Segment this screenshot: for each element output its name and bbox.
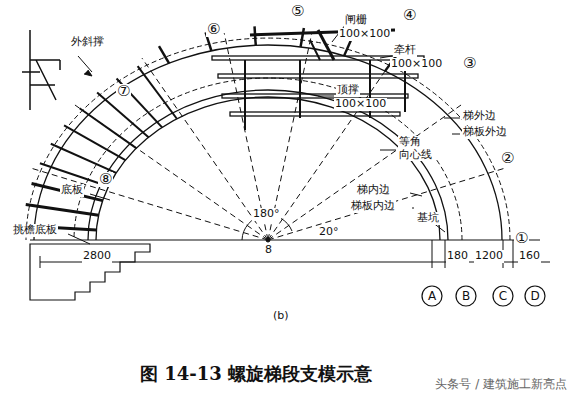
part-label: 挑檐底板 bbox=[12, 224, 58, 237]
callout-number: ③ bbox=[462, 56, 477, 71]
stair-arc bbox=[34, 45, 502, 240]
part-label: 闸栅 bbox=[344, 14, 368, 27]
radial-line bbox=[268, 168, 505, 240]
part-label: 180 bbox=[446, 250, 469, 263]
prop bbox=[159, 46, 169, 63]
part-label: 等角 向心线 bbox=[398, 136, 436, 161]
part-label: 180° bbox=[252, 208, 281, 221]
stair-arc bbox=[74, 78, 462, 240]
part-label: 8 bbox=[264, 244, 273, 257]
part-label: (b) bbox=[272, 310, 290, 323]
part-label: 梯外边 bbox=[462, 110, 497, 123]
part-label: 头条号 / 建筑施工新亮点 bbox=[434, 378, 568, 392]
radial-line bbox=[268, 105, 461, 240]
callout-number: ⑥ bbox=[206, 22, 221, 37]
part-label: 100×100 bbox=[334, 98, 387, 111]
radial-line bbox=[142, 58, 268, 240]
callout-number: ⑦ bbox=[116, 84, 131, 99]
callout-number: ⑤ bbox=[290, 4, 305, 19]
prop bbox=[301, 28, 304, 47]
prop bbox=[254, 26, 255, 45]
axis-letter: D bbox=[524, 285, 546, 307]
tread-board bbox=[97, 93, 148, 138]
axis-letter: C bbox=[492, 285, 514, 307]
part-label: 梯内边 bbox=[356, 184, 391, 197]
tread-board bbox=[138, 66, 177, 119]
radial-line bbox=[75, 105, 268, 240]
part-label: 底板 bbox=[60, 184, 84, 197]
callout-number: ② bbox=[500, 151, 515, 166]
axis-letter: B bbox=[455, 285, 477, 307]
part-label: 160 bbox=[518, 250, 541, 263]
stair-arc bbox=[88, 90, 448, 240]
part-label: 外斜撑 bbox=[70, 36, 105, 49]
part-label: 1200 bbox=[474, 250, 504, 263]
dimension-tick bbox=[432, 240, 433, 268]
tread-board bbox=[26, 204, 99, 215]
callout-number: ④ bbox=[402, 8, 417, 23]
stair-arc bbox=[96, 97, 440, 240]
tread-board bbox=[117, 78, 163, 127]
callout-number: ⑧ bbox=[98, 172, 113, 187]
part-label: 基坑 bbox=[416, 212, 440, 225]
part-label: 100×100 bbox=[338, 28, 391, 41]
part-label: 梯板外边 bbox=[462, 126, 508, 139]
axis-circle: D bbox=[524, 285, 546, 307]
part-label: 梯板内边 bbox=[350, 200, 396, 213]
tread-board bbox=[51, 144, 116, 173]
stair-arc bbox=[26, 38, 510, 240]
tread-board bbox=[80, 108, 137, 148]
part-label: 牵杆 bbox=[393, 44, 417, 57]
axis-circle: C bbox=[492, 285, 514, 307]
part-label: 100×100 bbox=[390, 58, 443, 71]
tread-board bbox=[32, 183, 103, 200]
axis-circle: B bbox=[455, 285, 477, 307]
part-label: 20° bbox=[318, 226, 340, 239]
callout-number: ① bbox=[514, 231, 529, 246]
axis-circle: A bbox=[421, 285, 443, 307]
figure-caption: 图 14-13 螺旋梯段支模示意 bbox=[140, 362, 372, 386]
part-label: 顶撑 bbox=[336, 84, 360, 97]
axis-letter: A bbox=[421, 285, 443, 307]
part-label: 2800 bbox=[82, 250, 112, 263]
